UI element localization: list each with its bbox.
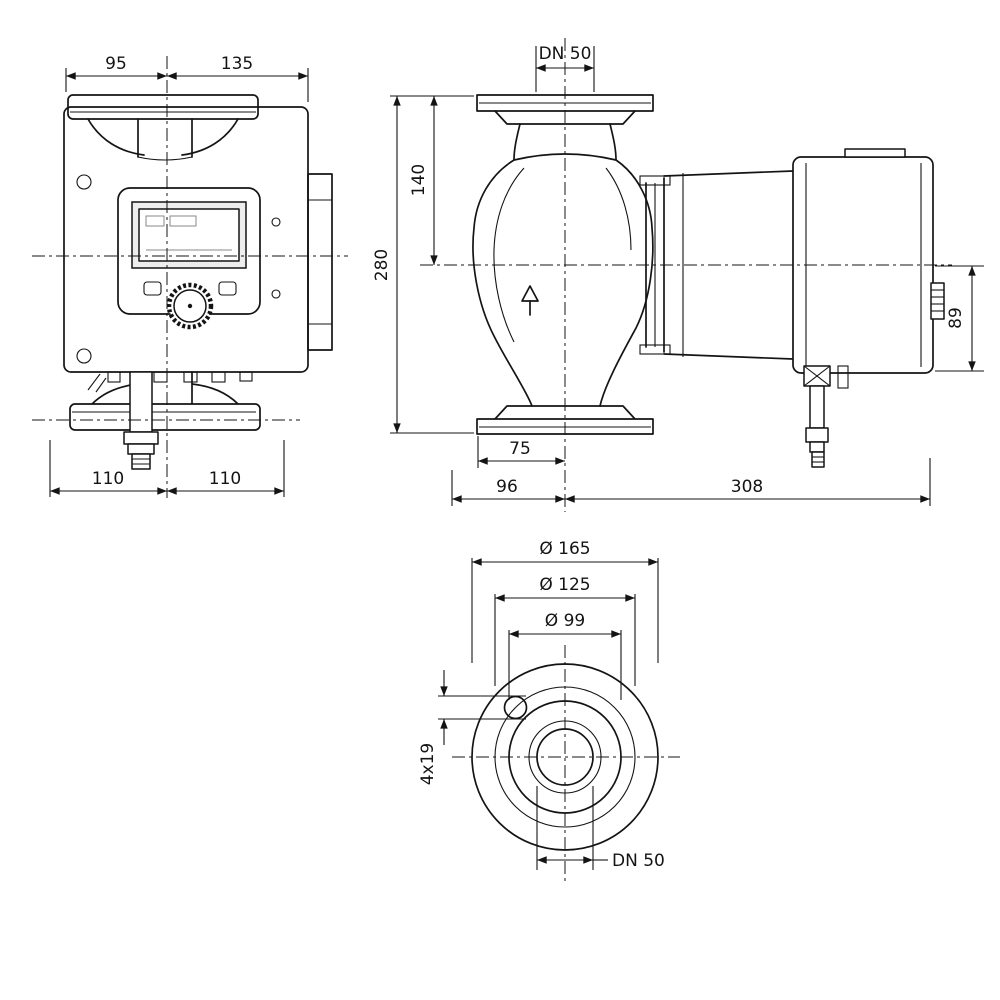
flange-centerlines <box>452 645 680 884</box>
dim-label-96: 96 <box>496 477 518 497</box>
front-cable-glands <box>87 371 253 393</box>
dim-label-d99: Ø 99 <box>545 611 585 631</box>
side-view: DN 50 140 280 89 75 <box>372 38 984 512</box>
display-button-left <box>143 281 162 296</box>
side-centerlines <box>420 38 952 512</box>
front-view: 95 135 110 110 <box>32 54 348 498</box>
dim-side-offset: 75 <box>477 436 565 468</box>
dim-side-box-depth: 89 <box>935 265 984 372</box>
dim-label-140: 140 <box>409 164 429 196</box>
front-screw-bottom-left-icon <box>76 348 92 364</box>
dim-label-front-110-right: 110 <box>209 469 241 489</box>
front-plug-connector <box>123 371 159 470</box>
dim-front-bottom-width: 110 110 <box>49 440 285 497</box>
dim-flange-outer: Ø 165 <box>471 539 659 663</box>
dim-label-280: 280 <box>372 249 392 281</box>
dim-label-308: 308 <box>731 477 763 497</box>
display-button-right <box>218 281 237 296</box>
front-screw-top-left-icon <box>76 174 92 190</box>
dim-side-nominal: DN 50 <box>535 44 595 92</box>
dim-flange-nominal: DN 50 <box>536 786 665 871</box>
front-centerlines <box>32 56 348 498</box>
dim-side-lengths: 96 308 <box>451 458 931 506</box>
dim-flange-holes: 4x19 <box>418 670 526 785</box>
dim-flange-pilot: Ø 99 <box>508 611 622 700</box>
dim-label-4x19: 4x19 <box>418 743 438 786</box>
dim-label-flange-dn50: DN 50 <box>612 851 665 871</box>
front-side-protrusion <box>307 173 333 351</box>
flange-view: Ø 165 Ø 125 Ø 99 4x19 <box>418 539 680 884</box>
dim-label-side-dn50: DN 50 <box>539 44 592 64</box>
dim-side-heights: 140 280 <box>372 95 474 434</box>
dim-front-top-width: 95 135 <box>65 54 309 102</box>
side-connector-comb <box>930 282 945 320</box>
front-drain-tap <box>87 373 107 393</box>
side-plug-connector <box>803 365 849 468</box>
side-volute-casing <box>472 153 654 407</box>
side-motor-body <box>663 170 794 360</box>
dim-flange-bolt-circle: Ø 125 <box>494 575 636 686</box>
front-display-module <box>117 187 261 330</box>
dim-label-75: 75 <box>509 439 531 459</box>
dim-label-front-95: 95 <box>105 54 127 74</box>
dim-label-d165: Ø 165 <box>539 539 590 559</box>
dim-label-front-135: 135 <box>221 54 253 74</box>
side-terminal-box <box>792 148 945 374</box>
front-bottom-flange-plate <box>69 403 261 431</box>
dim-label-d125: Ø 125 <box>539 575 590 595</box>
flow-direction-arrow-icon <box>521 285 539 302</box>
dim-label-89: 89 <box>946 307 966 329</box>
dim-label-front-110-left: 110 <box>92 469 124 489</box>
